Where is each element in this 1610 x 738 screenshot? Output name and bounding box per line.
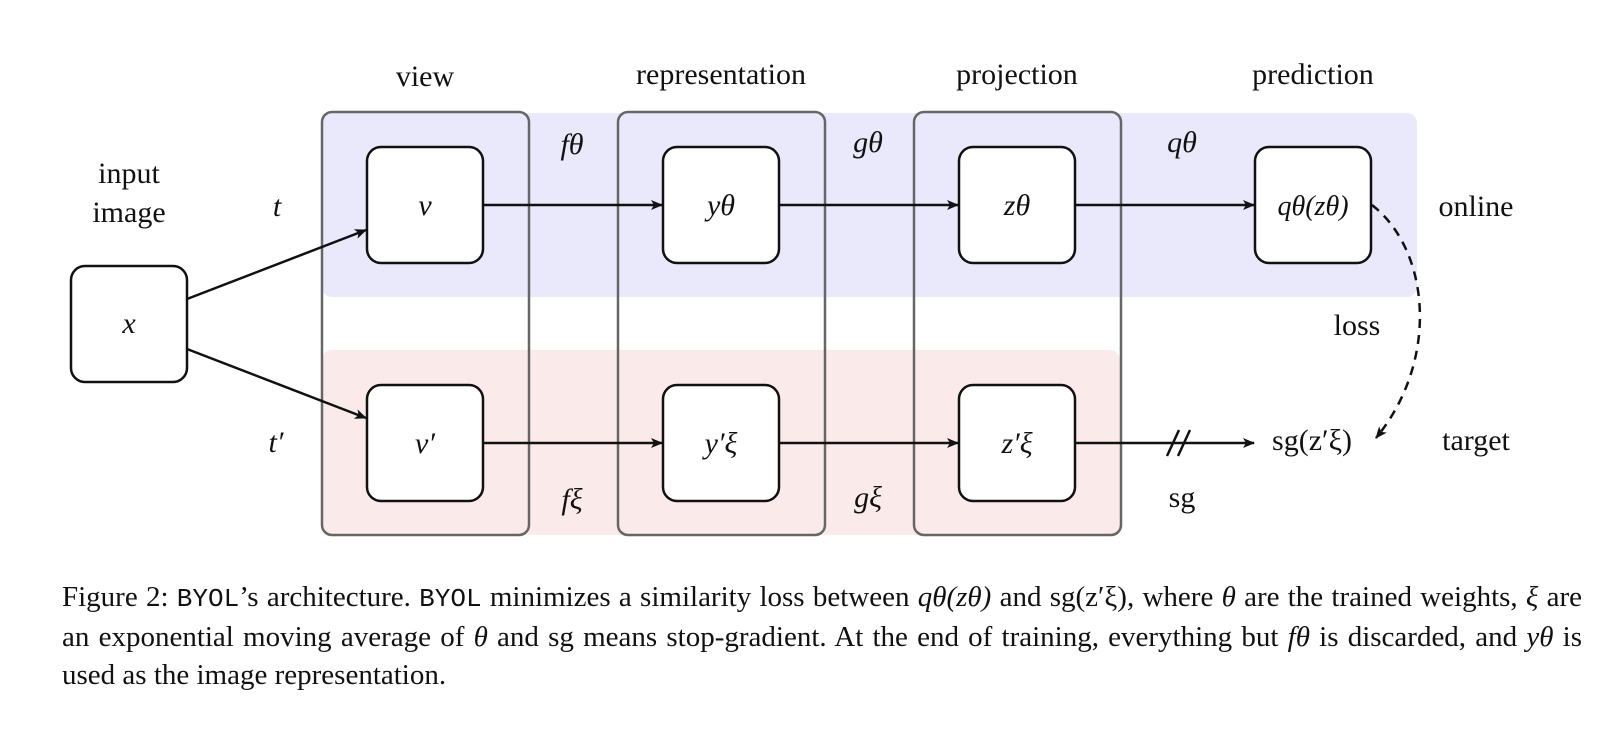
header-prediction: prediction (1252, 58, 1374, 91)
edge-label-f-theta: fθ (560, 128, 583, 161)
caption-text-2: minimizes a similarity loss between (481, 581, 918, 613)
node-q-theta-label: qθ(zθ) (1277, 191, 1348, 222)
byol-architecture-diagram: view representation projection predictio… (69, 58, 1514, 537)
caption-math-q: qθ(zθ) (917, 581, 992, 613)
stop-gradient-slash-1 (1165, 429, 1181, 457)
caption-text-10: is used as the image representation. (62, 621, 1583, 691)
caption-math-xi: ξ (1525, 581, 1539, 613)
edge-label-t: t (273, 190, 282, 223)
node-z-xi-label: z′ξ (1000, 427, 1032, 460)
caption-text-3: and (991, 581, 1050, 613)
representation-column (616, 110, 827, 537)
caption-math-theta-2: θ (473, 621, 488, 653)
caption-byol-1: BYOL (176, 584, 240, 614)
figure-caption: Figure 2: BYOL’s architecture. BYOL mini… (62, 578, 1582, 694)
node-x-label: x (121, 307, 136, 340)
caption-math-sg: sg(z′ξ) (1049, 581, 1127, 613)
caption-text-8: means stop-gradient. At the end of train… (573, 621, 1288, 653)
node-x-box (69, 264, 189, 384)
edge-label-f-xi: fξ (561, 483, 582, 516)
caption-math-f: fθ (1287, 621, 1310, 653)
caption-text-9: is discarded, and (1309, 621, 1527, 653)
edge-label-g-theta: gθ (853, 126, 883, 159)
arrow-x-to-v-prime (186, 347, 367, 420)
edge-label-t-prime: t′ (269, 426, 284, 459)
loss-dashed-arrow (1371, 204, 1422, 439)
caption-text-5: are the trained weights, (1235, 581, 1526, 613)
header-projection: projection (956, 58, 1078, 91)
node-y-theta-label: yθ (704, 189, 735, 222)
edge-label-q-theta: qθ (1167, 126, 1197, 159)
node-v-prime-label: v′ (415, 427, 435, 460)
node-y-xi-label: y′ξ (702, 427, 738, 460)
arrow-x-to-v (186, 228, 367, 301)
caption-text-6: are an exponential moving average of (62, 581, 1583, 653)
target-label: target (1442, 424, 1510, 457)
caption-math-theta: θ (1221, 581, 1236, 613)
header-representation: representation (636, 58, 806, 91)
online-label: online (1439, 190, 1514, 223)
node-v-label: v (418, 189, 432, 222)
caption-byol-2: BYOL (419, 584, 482, 614)
stop-gradient-slash-2 (1176, 429, 1192, 457)
caption-text-7: and (487, 621, 549, 653)
input-image-label-line2: image (92, 196, 165, 229)
sg-z-xi-label: sg(z′ξ) (1272, 424, 1352, 457)
edge-label-sg: sg (1169, 481, 1196, 514)
caption-prefix: Figure 2: (62, 581, 177, 613)
input-image-label-line1: input (98, 157, 160, 190)
caption-text-4: , where (1126, 581, 1222, 613)
node-q-theta-box (1253, 145, 1373, 265)
view-column (320, 110, 531, 537)
caption-text-1: ’s architecture. (239, 581, 420, 613)
projection-column (912, 110, 1123, 537)
caption-math-sg-2: sg (548, 621, 574, 653)
edge-label-g-xi: gξ (854, 481, 882, 514)
header-view: view (396, 60, 455, 93)
node-z-theta-label: zθ (1003, 189, 1031, 222)
caption-math-y: yθ (1526, 621, 1554, 653)
loss-label: loss (1334, 309, 1381, 342)
